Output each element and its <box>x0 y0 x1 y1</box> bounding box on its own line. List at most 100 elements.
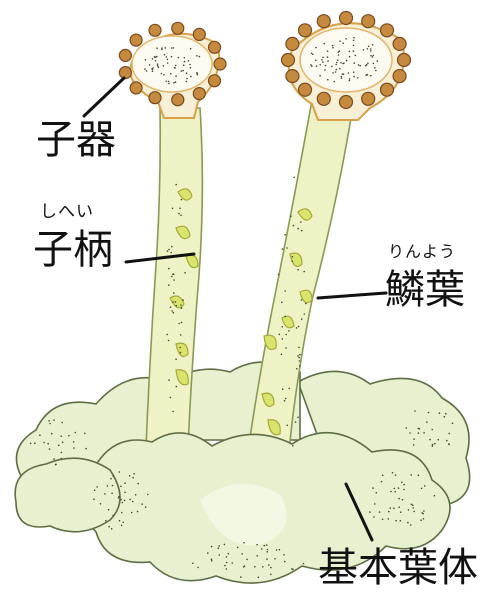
stipple-dot <box>429 439 431 441</box>
stipple-dot <box>398 487 400 489</box>
stipple-dot <box>267 549 269 551</box>
rim-dot <box>299 24 312 37</box>
stipple-dot <box>171 56 173 58</box>
stipple-dot <box>293 177 295 179</box>
stipple-dot <box>285 347 287 349</box>
stipple-dot <box>197 72 199 74</box>
stipple-dot <box>297 228 299 230</box>
rim-dot <box>317 15 330 28</box>
stipple-dot <box>422 513 424 515</box>
rim-dot <box>193 88 205 100</box>
stipple-dot <box>178 213 180 215</box>
stipple-dot <box>61 452 63 454</box>
stipple-dot <box>167 250 169 252</box>
stipple-dot <box>296 327 298 329</box>
stipple-dot <box>428 412 430 414</box>
stipple-dot <box>182 299 184 301</box>
stipple-dot <box>120 486 122 488</box>
stipple-dot <box>168 81 170 83</box>
stipple-dot <box>184 57 186 59</box>
stipple-dot <box>334 81 336 83</box>
label-squamule-reading: りんよう <box>388 244 456 260</box>
stipple-dot <box>282 338 284 340</box>
stipple-dot <box>337 59 339 61</box>
leader-line-squamule <box>318 293 386 298</box>
stipple-dot <box>190 48 192 50</box>
stipple-dot <box>373 55 375 57</box>
stipple-dot <box>372 487 374 489</box>
stipple-dot <box>388 511 390 513</box>
label-squamule: 鱗葉 <box>385 270 465 310</box>
rim-dot <box>282 54 295 67</box>
stipple-dot <box>161 73 163 75</box>
stipple-dot <box>448 433 450 435</box>
stipple-dot <box>331 66 333 68</box>
stipple-dot <box>349 78 351 80</box>
stipple-dot <box>353 76 355 78</box>
stipple-dot <box>186 81 188 83</box>
stipple-dot <box>292 256 294 258</box>
stipple-dot <box>281 302 283 304</box>
stipple-dot <box>376 492 378 494</box>
stipple-dot <box>413 511 415 513</box>
stipple-dot <box>108 509 110 511</box>
stipple-dot <box>156 56 158 58</box>
stipple-dot <box>353 45 355 47</box>
stipple-dot <box>189 64 191 66</box>
stipple-dot <box>296 368 298 370</box>
rim-dot <box>381 83 394 96</box>
stipple-dot <box>346 60 348 62</box>
stipple-dot <box>146 70 148 72</box>
stipple-dot <box>180 334 182 336</box>
stipple-dot <box>402 499 404 501</box>
stipple-dot <box>170 306 172 308</box>
stipple-dot <box>367 63 369 65</box>
stipple-dot <box>149 64 151 66</box>
stipple-dot <box>292 569 294 571</box>
stipple-dot <box>284 234 286 236</box>
stipple-dot <box>170 397 172 399</box>
stipple-dot <box>181 307 183 309</box>
stipple-dot <box>152 58 154 60</box>
stipple-dot <box>161 47 163 49</box>
stipple-dot <box>243 542 245 544</box>
stipple-dot <box>297 269 299 271</box>
stipple-dot <box>379 511 381 513</box>
stipple-dot <box>395 474 397 476</box>
stipple-dot <box>168 268 170 270</box>
stipple-dot <box>315 47 317 49</box>
stipple-dot <box>336 69 338 71</box>
stipple-dot <box>282 248 284 250</box>
stipple-dot <box>178 323 180 325</box>
stipple-dot <box>152 67 154 69</box>
stipple-dot <box>279 549 281 551</box>
stipple-dot <box>155 60 157 62</box>
stipple-dot <box>278 274 280 276</box>
stipple-dot <box>392 472 394 474</box>
stipple-dot <box>446 440 448 442</box>
stipple-dot <box>266 544 268 546</box>
stipple-dot <box>345 38 347 40</box>
stipple-dot <box>325 65 327 67</box>
stipple-dot <box>262 566 264 568</box>
stipple-dot <box>165 47 167 49</box>
stipple-dot <box>372 44 374 46</box>
stipple-dot <box>321 59 323 61</box>
stipple-dot <box>324 69 326 71</box>
stipple-dot <box>219 554 221 556</box>
stipple-dot <box>192 563 194 565</box>
stipple-dot <box>175 65 177 67</box>
rim-dot <box>286 70 299 83</box>
stipple-dot <box>144 68 146 70</box>
rim-dot <box>340 12 353 25</box>
stipple-dot <box>311 53 313 55</box>
label-podetium-reading: しへい <box>40 204 94 221</box>
stipple-dot <box>240 576 242 578</box>
thallus-lobe-front-left <box>15 458 120 532</box>
stipple-dot <box>336 62 338 64</box>
stipple-dot <box>355 55 357 57</box>
stipple-dot <box>423 510 425 512</box>
stipple-dot <box>298 326 300 328</box>
stipple-dot <box>211 560 213 562</box>
stipple-dot <box>197 567 199 569</box>
